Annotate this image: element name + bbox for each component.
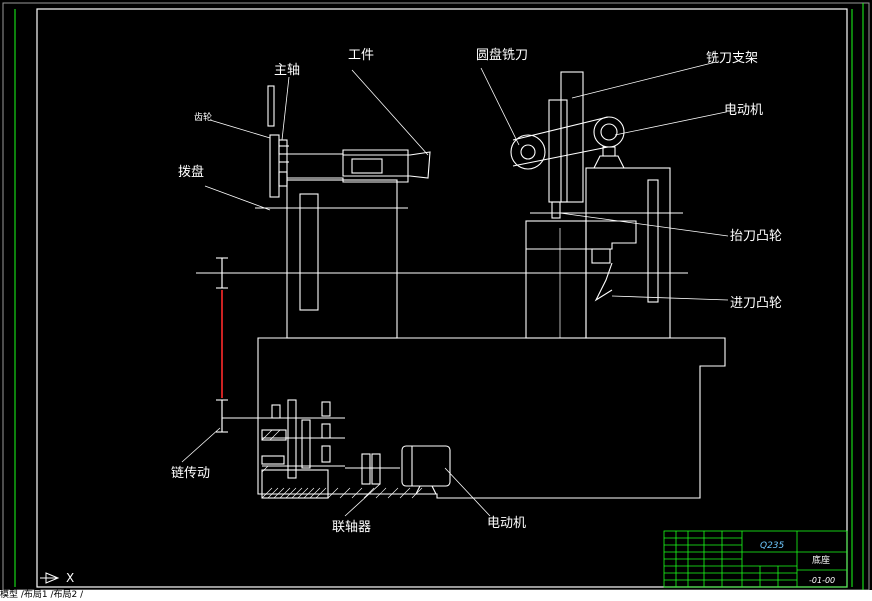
ucs-icon: X [40,571,74,585]
hatching [261,429,423,499]
label-feed-cam: 进刀凸轮 [730,296,782,311]
cam-housing [525,220,587,339]
title-part-name: 底座 [812,554,830,566]
gear-plate [269,134,280,198]
spindle-shaft [286,149,409,183]
lower-motor [401,445,451,487]
label-disc-cutter: 圆盘铣刀 [476,47,528,63]
title-block: Q235 底座 -01-00 [663,530,848,588]
headstock-column [286,179,398,339]
disc-cutter [510,134,546,170]
layout-tabs-bar[interactable]: 模型 /布局1 /布局2 / [0,590,872,601]
title-material: Q235 [760,541,785,551]
label-motor-top: 电动机 [724,103,763,118]
ucs-axis-x: X [66,571,74,585]
label-lift-cam: 抬刀凸轮 [730,229,782,244]
label-chain-drive: 链传动 [171,466,210,481]
label-dial: 拨盘 [178,164,204,180]
label-cutter-bracket: 铣刀支架 [706,51,758,66]
leader-lines [181,61,729,517]
layout-tabs-label[interactable]: 模型 /布局1 /布局2 / [0,590,84,600]
machine-drawing [181,61,729,517]
coupling [361,453,371,485]
motor-pulley [593,116,625,148]
label-motor-bottom: 电动机 [487,516,526,531]
cutter-bracket [560,71,584,203]
workpiece [342,151,431,179]
cutter-column [585,167,671,339]
headstock-inner [299,193,319,311]
labels: 主轴 工件 圆盘铣刀 铣刀支架 电动机 齿轮 拨盘 抬刀凸轮 进刀凸轮 链传动 … [171,47,782,535]
label-spindle: 主轴 [274,63,300,78]
machine-base [257,337,726,499]
label-workpiece: 工件 [348,48,374,63]
title-drawing-no: -01-00 [809,576,835,585]
label-coupling: 联轴器 [332,520,371,535]
label-gear: 齿轮 [194,111,212,123]
